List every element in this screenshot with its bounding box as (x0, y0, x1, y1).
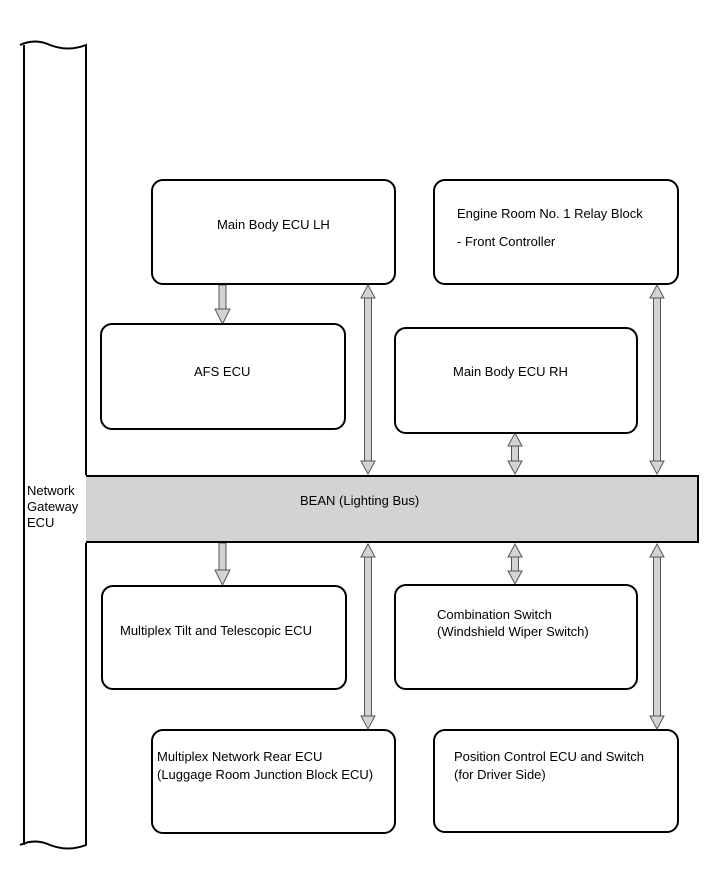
node-network-rear-line-1: Multiplex Network Rear ECU (157, 749, 323, 764)
node-combination-switch-line-2: (Windshield Wiper Switch) (437, 624, 589, 639)
node-position-control-ecu (433, 729, 679, 833)
arrow-lh-bus (360, 283, 376, 476)
node-engine-room-line-1: Engine Room No. 1 Relay Block (457, 206, 643, 221)
node-engine-room-relay-block (433, 179, 679, 285)
node-multiplex-network-rear-ecu (151, 729, 396, 834)
arrow-engine-bus (649, 283, 665, 476)
gateway-outline (19, 40, 87, 850)
arrow-lh-to-afs (214, 284, 231, 326)
node-position-control-line-2: (for Driver Side) (454, 767, 546, 782)
node-main-body-ecu-lh (151, 179, 396, 285)
node-combination-switch-line-1: Combination Switch (437, 607, 552, 622)
node-multiplex-tilt-telescopic-label: Multiplex Tilt and Telescopic ECU (120, 623, 312, 638)
bean-bus (86, 475, 699, 543)
arrow-bus-rear (360, 542, 376, 731)
gateway-line-1: Network (27, 483, 75, 498)
arrow-bus-position (649, 542, 665, 731)
node-afs-ecu-label: AFS ECU (194, 364, 251, 379)
node-multiplex-tilt-telescopic-ecu (101, 585, 347, 690)
arrow-bus-combination (507, 542, 523, 586)
gateway-line-3: ECU (27, 515, 55, 530)
node-main-body-ecu-rh-label: Main Body ECU RH (453, 364, 568, 379)
node-main-body-ecu-rh (394, 327, 638, 434)
bean-bus-label: BEAN (Lighting Bus) (300, 493, 420, 508)
node-combination-switch (394, 584, 638, 690)
gateway-line-2: Gateway (27, 499, 79, 514)
gateway-label: Network Gateway ECU (27, 483, 78, 531)
node-afs-ecu (100, 323, 346, 430)
arrow-bus-to-tilt (214, 542, 231, 587)
node-network-rear-line-2: (Luggage Room Junction Block ECU) (157, 767, 374, 782)
node-position-control-line-1: Position Control ECU and Switch (454, 749, 645, 764)
node-main-body-ecu-lh-label: Main Body ECU LH (217, 217, 330, 232)
node-engine-room-line-2: - Front Controller (457, 234, 556, 249)
arrow-rh-bus (507, 431, 523, 476)
